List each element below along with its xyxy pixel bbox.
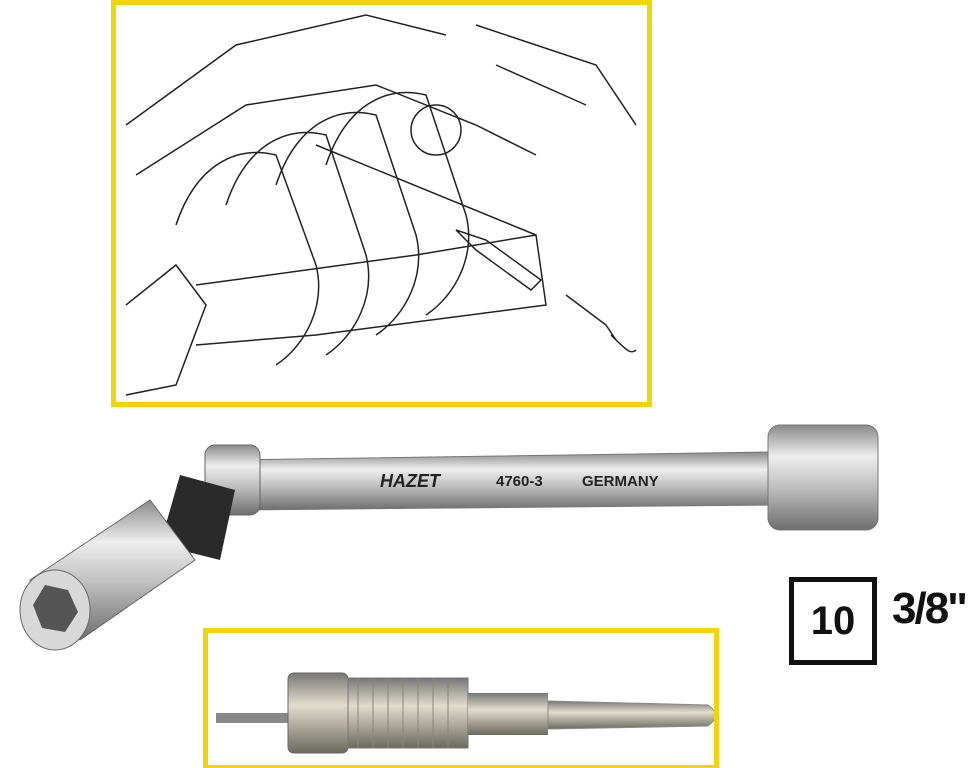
glow-plug-frame — [203, 628, 719, 768]
drive-size-label: 3/8" — [892, 584, 968, 633]
origin-etching: GERMANY — [582, 473, 659, 490]
glow-plug-photo — [216, 672, 714, 754]
wrench-socket-end — [767, 424, 879, 531]
socket-size-badge: 10 — [789, 577, 877, 665]
engine-line-drawing — [125, 14, 637, 396]
engine-illustration-frame — [111, 0, 652, 407]
model-etching: 4760-3 — [496, 473, 543, 490]
brand-etching: HAZET — [380, 471, 442, 491]
